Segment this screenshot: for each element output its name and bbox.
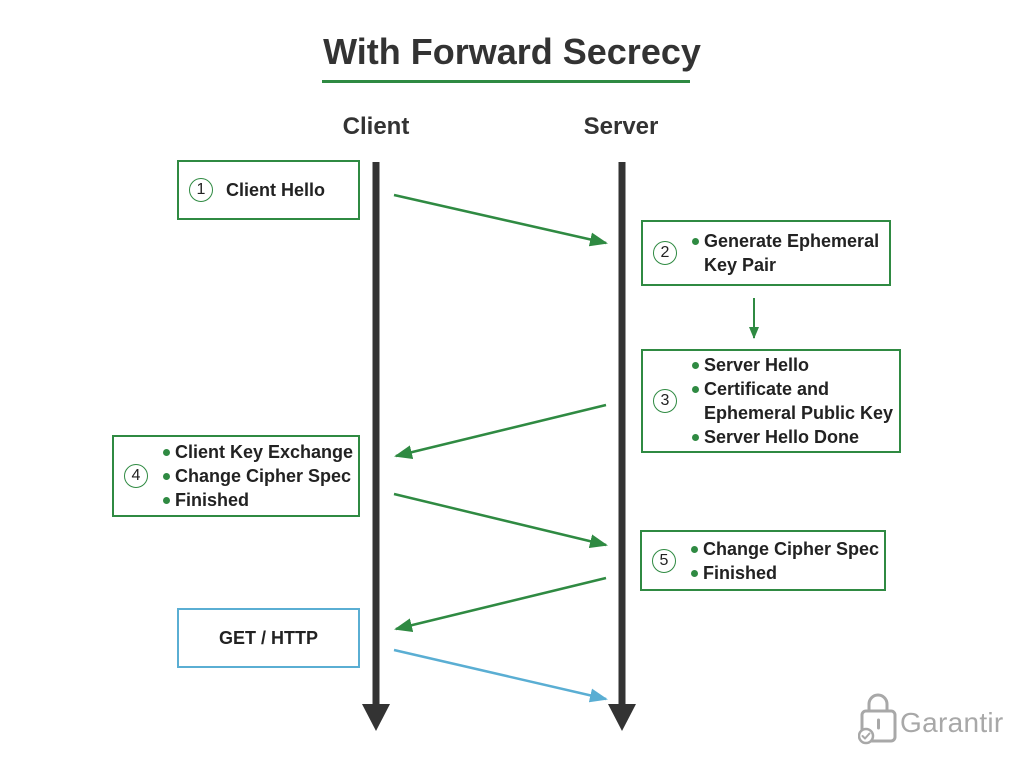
- title-underline: [322, 80, 690, 83]
- step-1-label: Client Hello: [226, 180, 326, 200]
- step-2-number-badge: 2: [653, 241, 677, 265]
- bullet-text: Client Key Exchange: [175, 442, 354, 462]
- server-lifeline: [608, 162, 636, 731]
- lane-header-server: Server: [583, 113, 659, 140]
- bullet-item: Finished: [691, 561, 879, 585]
- client-lifeline-bar: [372, 162, 380, 706]
- bullet-text: Change Cipher Spec: [175, 466, 352, 486]
- bullet-text: Change Cipher Spec: [703, 538, 880, 559]
- bullet-text: Generate Ephemeral Key Pair: [704, 231, 880, 275]
- bullet-text: Server Hello Done: [704, 427, 860, 447]
- bullet-item: Server Hello Done: [692, 425, 897, 449]
- bullet-item: Generate Ephemeral Key Pair: [692, 229, 889, 277]
- arrow-server-hello: [394, 403, 607, 460]
- bullet-item: Server Hello: [692, 353, 897, 377]
- step-2-bullet-list: Generate Ephemeral Key Pair: [692, 229, 889, 277]
- http-request-label: GET / HTTP: [219, 628, 318, 648]
- bullet-dot-icon: [163, 473, 170, 480]
- server-lifeline-bar: [618, 162, 626, 706]
- arrow-client-key-exchange: [393, 492, 608, 549]
- step-5-number-badge: 5: [652, 548, 676, 573]
- step-4-box: 4 Client Key Exchange Change Cipher Spec…: [112, 435, 360, 517]
- arrow-http-request: [393, 648, 608, 703]
- bullet-dot-icon: [163, 449, 170, 456]
- step-2-box: 2 Generate Ephemeral Key Pair: [641, 220, 891, 286]
- bullet-dot-icon: [692, 386, 699, 393]
- step-4-number-badge: 4: [124, 464, 148, 488]
- arrow-server-finished: [394, 576, 607, 633]
- bullet-dot-icon: [691, 569, 698, 577]
- bullet-text: Finished: [175, 490, 250, 510]
- lane-header-client: Client: [342, 113, 410, 140]
- brand-logo-text: Garantir: [900, 707, 1004, 738]
- arrow-client-hello: [393, 193, 608, 247]
- step-3-bullet-list: Server Hello Certificate and Ephemeral P…: [692, 353, 897, 449]
- bullet-dot-icon: [692, 362, 699, 369]
- bullet-item: Change Cipher Spec: [691, 537, 879, 561]
- bullet-dot-icon: [691, 545, 698, 553]
- client-lifeline-arrowhead: [362, 704, 390, 731]
- bullet-text: Finished: [703, 562, 778, 583]
- step-1-box: 1 Client Hello: [177, 160, 360, 220]
- padlock-check-icon: [858, 693, 897, 745]
- step-3-box: 3 Server Hello Certificate and Ephemeral…: [641, 349, 901, 453]
- step-4-bullet-list: Client Key Exchange Change Cipher Spec F…: [163, 440, 353, 512]
- bullet-dot-icon: [692, 238, 699, 245]
- bullet-item: Finished: [163, 488, 353, 512]
- step-1-number-badge: 1: [189, 178, 213, 202]
- step-5-box: 5 Change Cipher Spec Finished: [640, 530, 886, 591]
- bullet-text: Certificate and Ephemeral Public Key: [704, 379, 894, 423]
- bullet-dot-icon: [692, 434, 699, 441]
- http-request-box: GET / HTTP: [177, 608, 360, 668]
- bullet-text: Server Hello: [704, 355, 810, 375]
- step-3-number-badge: 3: [653, 389, 677, 413]
- client-lifeline: [362, 162, 390, 731]
- bullet-item: Client Key Exchange: [163, 440, 353, 464]
- server-lifeline-arrowhead: [608, 704, 636, 731]
- bullet-item: Change Cipher Spec: [163, 464, 353, 488]
- bullet-dot-icon: [163, 497, 170, 504]
- diagram-title: With Forward Secrecy: [323, 31, 701, 72]
- step-5-bullet-list: Change Cipher Spec Finished: [691, 537, 879, 585]
- bullet-item: Certificate and Ephemeral Public Key: [692, 377, 897, 425]
